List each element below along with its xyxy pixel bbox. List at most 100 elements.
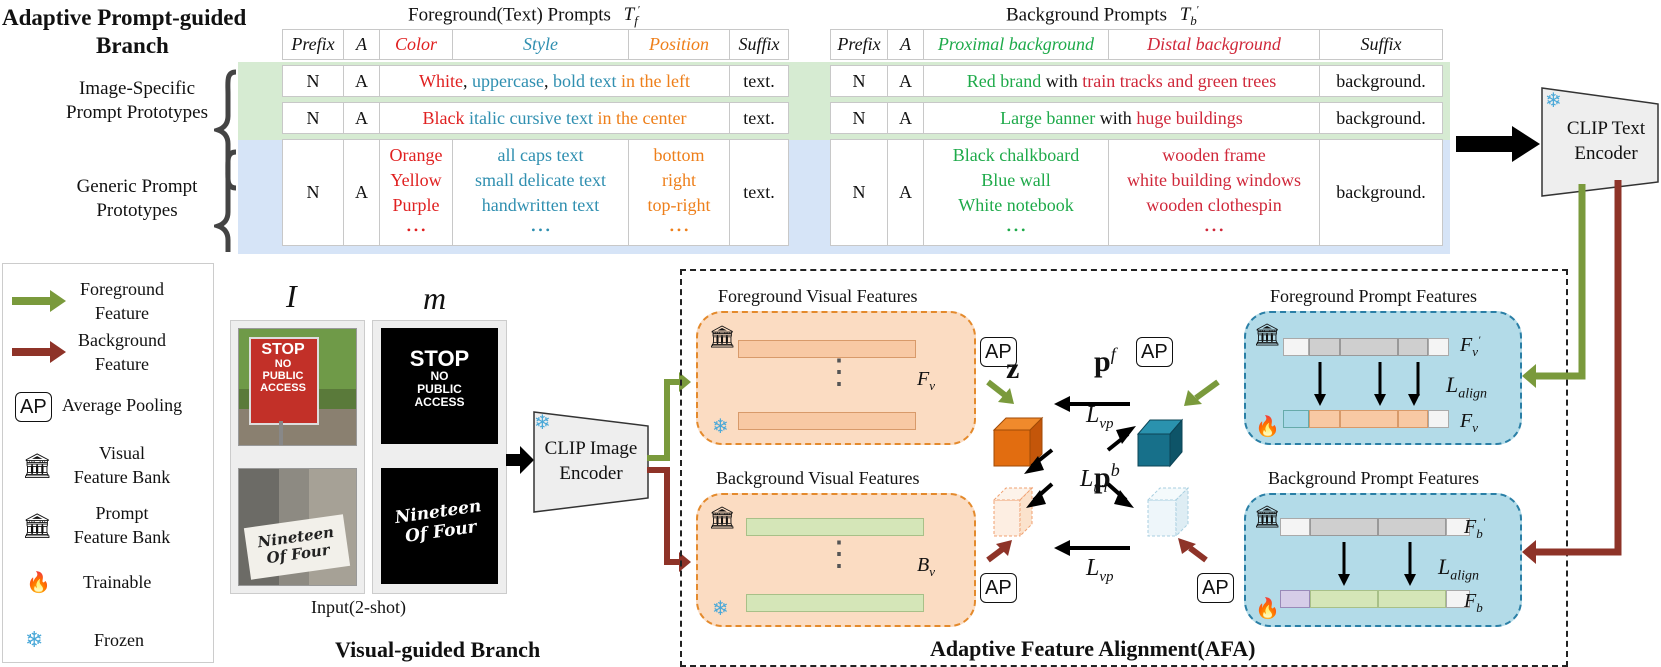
branch-title-line1: Adaptive Prompt-guided <box>2 5 247 30</box>
bg-r3-suffix: background. <box>1319 139 1443 246</box>
bg-prompt-Fb-prime: Fb′ <box>1464 516 1486 541</box>
bg-prompt-table: Prefix A Proximal background Distal back… <box>830 29 1443 246</box>
bg-r3-prefix: N <box>830 139 888 246</box>
legend-frozen: Frozen <box>94 630 144 650</box>
bg-header-a: A <box>887 29 924 60</box>
z-label: z <box>1006 352 1020 385</box>
bg-r1-prompt: Red brand with train tracks and green tr… <box>923 65 1320 97</box>
bg-prompt-bank-icon: 🏛 <box>1253 504 1281 529</box>
visual-bank-icon: 🏛 <box>22 454 53 480</box>
ap-box-bg-prompt: AP <box>1197 573 1234 603</box>
fg-visual-bar-1 <box>738 340 916 358</box>
fg-r3-suffix: text. <box>729 139 789 246</box>
bg-visual-title: Background Visual Features <box>716 468 920 488</box>
legend-ap-label: Average Pooling <box>62 395 183 415</box>
stop-sign-text: STOP NO PUBLIC ACCESS <box>260 341 306 394</box>
bg-r1-prefix: N <box>830 65 888 97</box>
snowflake-icon: ❄ <box>1545 90 1562 112</box>
fg-visual-bar-2 <box>738 412 916 430</box>
bg-prompt-title: Background Prompt Features <box>1268 468 1479 488</box>
fg-r3-prefix: N <box>282 139 344 246</box>
image-encoder-feature-arrows <box>647 372 691 572</box>
bg-r1-a: A <box>887 65 924 97</box>
branch-title-line2: Branch <box>96 33 169 58</box>
fg-prompt-Fv-prime: Fv′ <box>1460 334 1481 359</box>
fg-visual-title: Foreground Visual Features <box>718 286 918 306</box>
text-encoder-feature-arrows <box>1522 180 1622 564</box>
fg-header-prefix: Prefix <box>282 29 344 60</box>
bg-visual-bar-1 <box>746 518 924 536</box>
fg-prompt-Fv: Fv <box>1460 410 1478 435</box>
fg-r3-a: A <box>343 139 380 246</box>
fg-prompt-title: Foreground Prompt Features <box>1270 286 1477 306</box>
bg-prompt-bar-green <box>1280 590 1476 608</box>
fg-header-a: A <box>343 29 380 60</box>
fg-r1-prompt: White, uppercase, bold text in the left <box>379 65 730 97</box>
fg-visual-snowflake-icon: ❄ <box>712 416 729 438</box>
bg-r3-a: A <box>887 139 924 246</box>
mask-image-1: STOP NO PUBLIC ACCESS <box>381 328 498 444</box>
clip-text-encoder-shape <box>1541 87 1659 197</box>
bg-visual-bank-icon: 🏛 <box>708 505 736 530</box>
legend <box>2 263 214 663</box>
fg-prompt-bar-gray <box>1283 338 1449 356</box>
bg-r1-suffix: background. <box>1319 65 1443 97</box>
bg-r2-prefix: N <box>830 102 888 134</box>
bg-prompt-Fb: Fb <box>1464 590 1483 615</box>
lvp-bottom-label: Lvp <box>1086 555 1114 585</box>
row-braces <box>214 69 237 252</box>
fg-r1-a: A <box>343 65 380 97</box>
bg-visual-Bv: Bv <box>917 554 935 579</box>
bg-visual-vdots: ⋮ <box>822 536 856 573</box>
ltri-label: Ltri <box>1080 466 1108 496</box>
pb-label: pb <box>1094 460 1120 494</box>
bg-prompt-bar-gray <box>1280 518 1476 536</box>
fg-r1-prefix: N <box>282 65 344 97</box>
arrow-to-text-encoder <box>1456 126 1540 162</box>
fg-prompts-title: Foreground(Text) Prompts Tf′ <box>408 4 641 29</box>
fg-r2-suffix: text. <box>729 102 789 134</box>
fg-visual-vdots: ⋮ <box>822 354 856 391</box>
prompt-bank-icon: 🏛 <box>22 514 53 540</box>
afa-center-graph <box>986 379 1220 563</box>
fg-prompt-flame-icon: 🔥 <box>1255 416 1280 438</box>
fg-prompt-L-align: Lalign <box>1446 372 1488 402</box>
afa-title: Adaptive Feature Alignment(AFA) <box>930 636 1256 661</box>
bg-visual-bar-2 <box>746 594 924 612</box>
bg-r2-prompt: Large banner with huge buildings <box>923 102 1320 134</box>
fg-header-color: Color <box>379 29 453 60</box>
ap-box-bg-visual: AP <box>980 573 1017 603</box>
legend-snowflake-icon: ❄ <box>25 627 44 652</box>
fg-prompt-bank-icon: 🏛 <box>1253 322 1281 347</box>
fg-header-suffix: Suffix <box>729 29 789 60</box>
bg-header-suffix: Suffix <box>1319 29 1443 60</box>
bg-r2-suffix: background. <box>1319 102 1443 134</box>
fg-r1-suffix: text. <box>729 65 789 97</box>
image-label: I <box>286 278 297 314</box>
fg-header-position: Position <box>628 29 730 60</box>
lvp-top-label: Lvp <box>1086 402 1114 432</box>
fg-prompt-table: Prefix A Color Style Position Suffix N A… <box>282 29 789 246</box>
image-encoder-snowflake-icon: ❄ <box>534 412 551 434</box>
bg-header-prefix: Prefix <box>830 29 888 60</box>
fg-r2-prompt: Black italic cursive text in the center <box>379 102 730 134</box>
input-caption: Input(2-shot) <box>311 597 406 617</box>
fg-visual-bank-icon: 🏛 <box>708 324 736 349</box>
pf-label: pf <box>1094 344 1116 378</box>
bg-prompt-L-align: Lalign <box>1438 554 1480 584</box>
bg-feature-arrow-icon <box>12 341 66 363</box>
